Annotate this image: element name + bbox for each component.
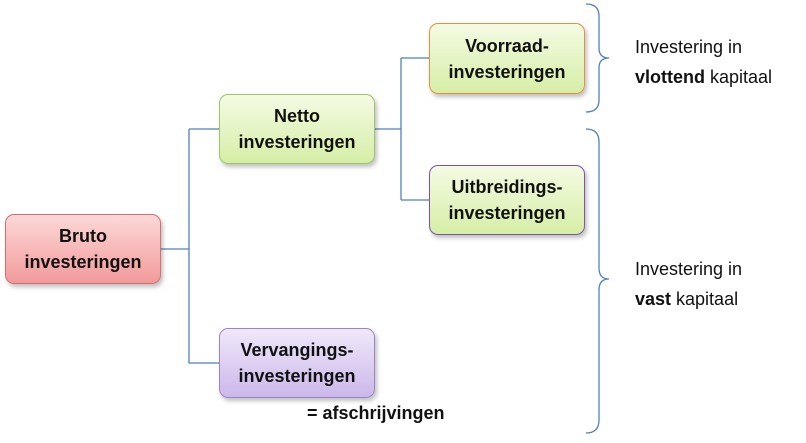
node-line: Uitbreidings- [451, 177, 563, 197]
label-rest: kapitaal [705, 67, 773, 87]
label-vast-kapitaal: Investering in vast kapitaal [635, 254, 742, 314]
node-line: investeringen [448, 203, 566, 223]
node-uitbreidings-investeringen: Uitbreidings-investeringen [429, 165, 585, 235]
node-line: Vervangings- [240, 340, 354, 360]
node-voorraad-investeringen: Voorraad-investeringen [429, 23, 585, 94]
node-line: Bruto [58, 226, 107, 246]
connector-netto [375, 57, 429, 201]
label-bold: vast [635, 289, 672, 309]
afschrijvingen-note: = afschrijvingen [307, 403, 445, 423]
node-vervangings-investeringen: Vervangings-investeringen [219, 328, 375, 398]
node-netto-investeringen: Netto investeringen [219, 94, 375, 164]
label-rest: kapitaal [671, 289, 739, 309]
node-line: Netto [273, 106, 320, 126]
node-line: investeringen [24, 252, 142, 272]
label-line: Investering in [635, 37, 743, 57]
brace-vast [585, 128, 610, 434]
label-line: Investering in [635, 259, 743, 279]
node-line: investeringen [238, 366, 356, 386]
node-line: investeringen [448, 61, 566, 82]
node-line: investeringen [238, 132, 356, 152]
connector-bruto [161, 128, 219, 364]
label-bold: vlottend [635, 67, 705, 87]
label-vlottend-kapitaal: Investering in vlottend kapitaal [635, 32, 772, 92]
brace-vlottend [585, 3, 610, 113]
node-line: Voorraad- [465, 35, 549, 56]
node-bruto-investeringen: Bruto investeringen [5, 214, 161, 284]
